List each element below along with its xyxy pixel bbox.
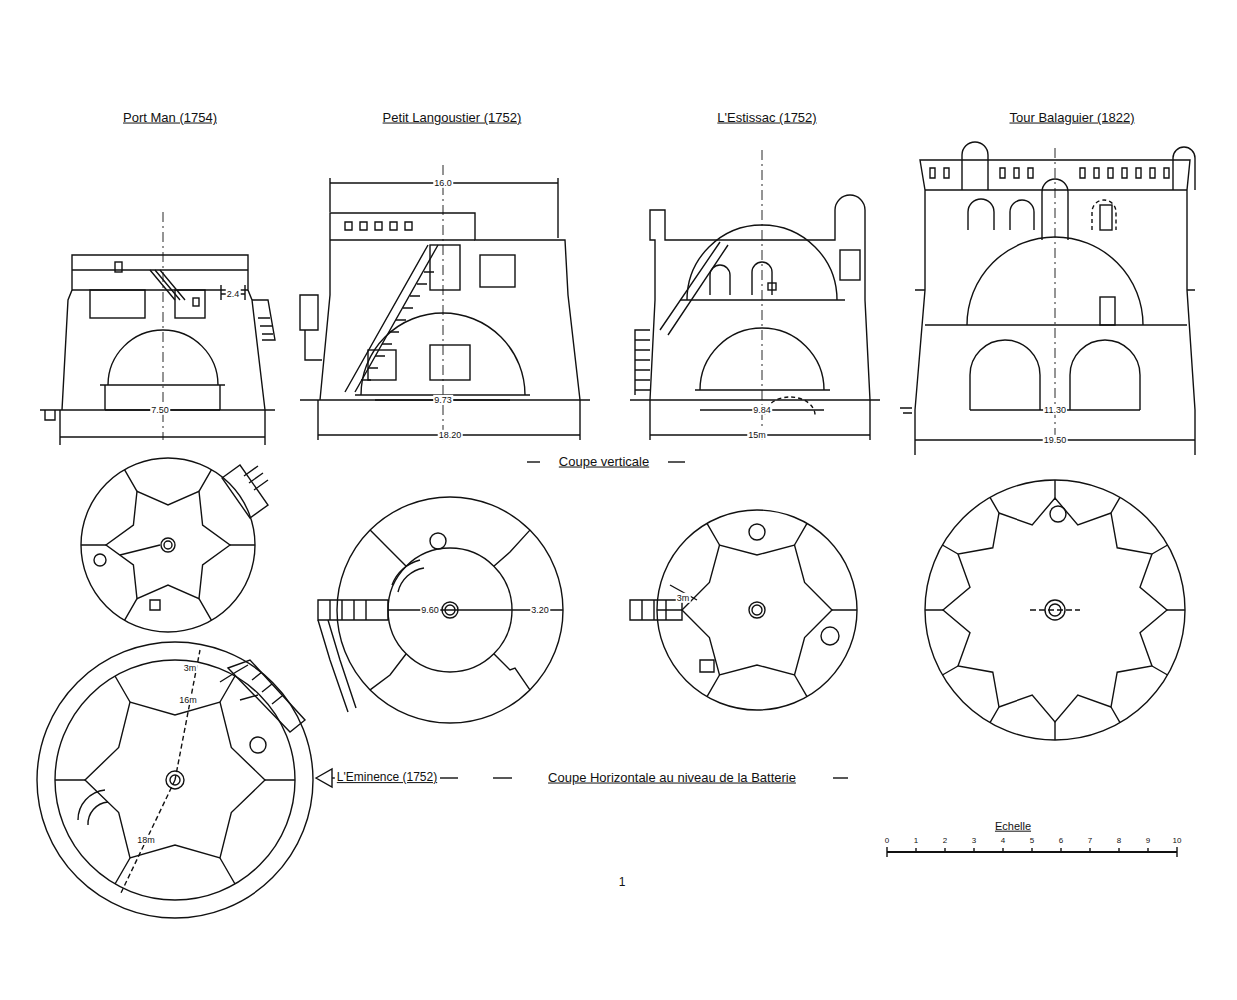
petit-langoustier-elevation [300, 178, 590, 440]
estissac-elevation [630, 195, 880, 440]
estissac-plan [630, 510, 857, 710]
dimension-label: 2.4 [226, 289, 241, 299]
scale-number: 10 [1172, 836, 1183, 845]
dimension-label: 16m [178, 695, 198, 705]
dimension-label: 9.73 [433, 395, 453, 405]
tower-title: Petit Langoustier (1752) [381, 111, 524, 126]
dimension-label: 19.50 [1043, 435, 1068, 445]
scale-number: 3 [971, 836, 977, 845]
center-lines [163, 148, 1055, 440]
scale-number: 6 [1058, 836, 1064, 845]
port-man-elevation [40, 255, 275, 445]
port-man-plan [81, 458, 268, 632]
scale-number: 9 [1145, 836, 1151, 845]
scale-number: 4 [1000, 836, 1006, 845]
tower-title: Tour Balaguier (1822) [1007, 111, 1136, 126]
dimension-label: 11.30 [1043, 405, 1067, 415]
dimension-label: 16.0 [433, 178, 453, 188]
dimension-label: 15m [747, 430, 767, 440]
scale-number: 0 [884, 836, 890, 845]
page-number: 1 [617, 876, 628, 890]
balaguier-plan [925, 480, 1185, 740]
balaguier-elevation [900, 142, 1195, 455]
scale-title: Echelle [993, 820, 1033, 833]
dimension-label: 18m [136, 835, 156, 845]
section-label: Coupe verticale [557, 455, 651, 470]
scale-number: 7 [1087, 836, 1093, 845]
dimension-label: 9.84 [752, 405, 772, 415]
dimension-label: 3m [676, 593, 691, 603]
dimension-label: 9.60 [420, 605, 440, 615]
petit-langoustier-plan [318, 497, 563, 723]
tower-title: L'Estissac (1752) [715, 111, 818, 126]
dimension-label: 3m [183, 663, 198, 673]
section-label: Coupe Horizontale au niveau de la Batter… [546, 771, 798, 786]
scale-bar [887, 847, 1177, 857]
scale-number: 5 [1029, 836, 1035, 845]
dimension-label: 7.50 [150, 405, 170, 415]
dimension-label: 3.20 [530, 605, 550, 615]
eminence-plan [37, 642, 313, 918]
scale-number: 8 [1116, 836, 1122, 845]
scale-number: 1 [913, 836, 919, 845]
dimension-label: 18.20 [438, 430, 463, 440]
tower-title: Port Man (1754) [121, 111, 219, 126]
section-label: L'Eminence (1752) [335, 771, 439, 785]
scale-number: 2 [942, 836, 948, 845]
